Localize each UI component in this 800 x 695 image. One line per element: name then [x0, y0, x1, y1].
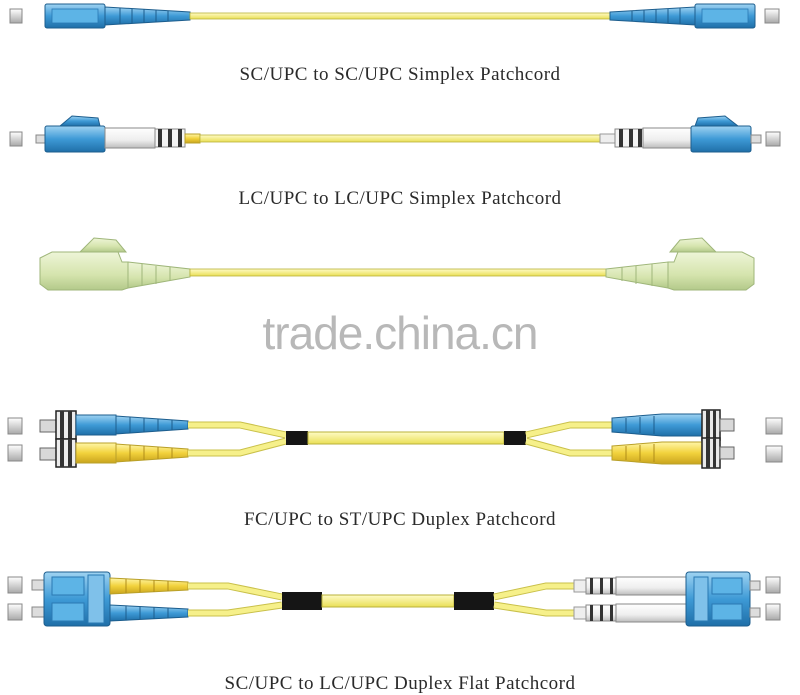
dust-cap-right-bottom — [765, 603, 781, 621]
st-bayonet-top — [701, 409, 721, 441]
lc-lc-simplex-patchcord — [9, 115, 781, 153]
dust-cap-left-bottom — [7, 603, 23, 621]
fc-boot-bottom — [75, 442, 117, 464]
strain-relief-boot-right — [605, 261, 669, 289]
fc-st-duplex-patchcord — [7, 409, 783, 469]
e2000-connector-left — [39, 251, 129, 291]
e2000-latch-left — [78, 237, 128, 253]
caption-fc-st-duplex: FC/UPC to ST/UPC Duplex Patchcord — [243, 509, 557, 530]
sc-sc-simplex-patchcord — [9, 3, 780, 29]
st-bayonet-bottom — [701, 437, 721, 469]
e2000-latch-right — [668, 237, 718, 253]
fc-connector-nut-top — [55, 410, 77, 440]
dust-cap-left-top — [7, 576, 23, 594]
fc-boot-top — [75, 414, 117, 436]
lc-latch-left — [58, 115, 101, 127]
cable-middle — [321, 594, 455, 608]
strain-relief-boot-right — [609, 6, 696, 26]
dust-cap-right-top — [765, 576, 781, 594]
caption-sc-lc-duplex-flat: SC/UPC to LC/UPC Duplex Flat Patchcord — [224, 673, 576, 694]
caption-sc-sc-simplex: SC/UPC to SC/UPC Simplex Patchcord — [239, 64, 561, 85]
lc-latch-right — [694, 115, 740, 127]
dust-cap-right — [764, 8, 780, 24]
e2000-connector-right — [667, 251, 755, 291]
caption-lc-lc-simplex: LC/UPC to LC/UPC Simplex Patchcord — [238, 188, 562, 209]
dust-cap-left — [9, 8, 23, 24]
lc-connector-body-left — [44, 125, 106, 153]
fc-connector-nut-bottom — [55, 438, 77, 468]
cable — [199, 134, 601, 143]
sc-boot-bottom — [109, 604, 189, 622]
e2000-simplex-patchcord — [39, 237, 755, 291]
black-sleeve-right — [504, 431, 526, 445]
cable-middle — [307, 431, 505, 445]
dust-cap-right-bottom — [765, 445, 783, 463]
cable — [189, 268, 607, 277]
sc-lc-duplex-flat-patchcord — [7, 571, 781, 627]
lc-connector-body-right — [690, 125, 752, 153]
strain-relief-boot-left — [127, 261, 191, 289]
dust-cap-left — [9, 131, 23, 147]
dust-cap-left-top — [7, 417, 23, 435]
dust-cap-left-bottom — [7, 444, 23, 462]
watermark: trade.china.cn — [262, 307, 539, 359]
sc-boot-top — [109, 577, 189, 595]
black-sleeve-right — [454, 592, 494, 610]
dust-cap-right — [765, 131, 781, 147]
black-sleeve-left — [286, 431, 308, 445]
black-sleeve-left — [282, 592, 322, 610]
strain-relief-boot-left — [104, 6, 191, 26]
dust-cap-right-top — [765, 417, 783, 435]
cable — [189, 12, 611, 20]
